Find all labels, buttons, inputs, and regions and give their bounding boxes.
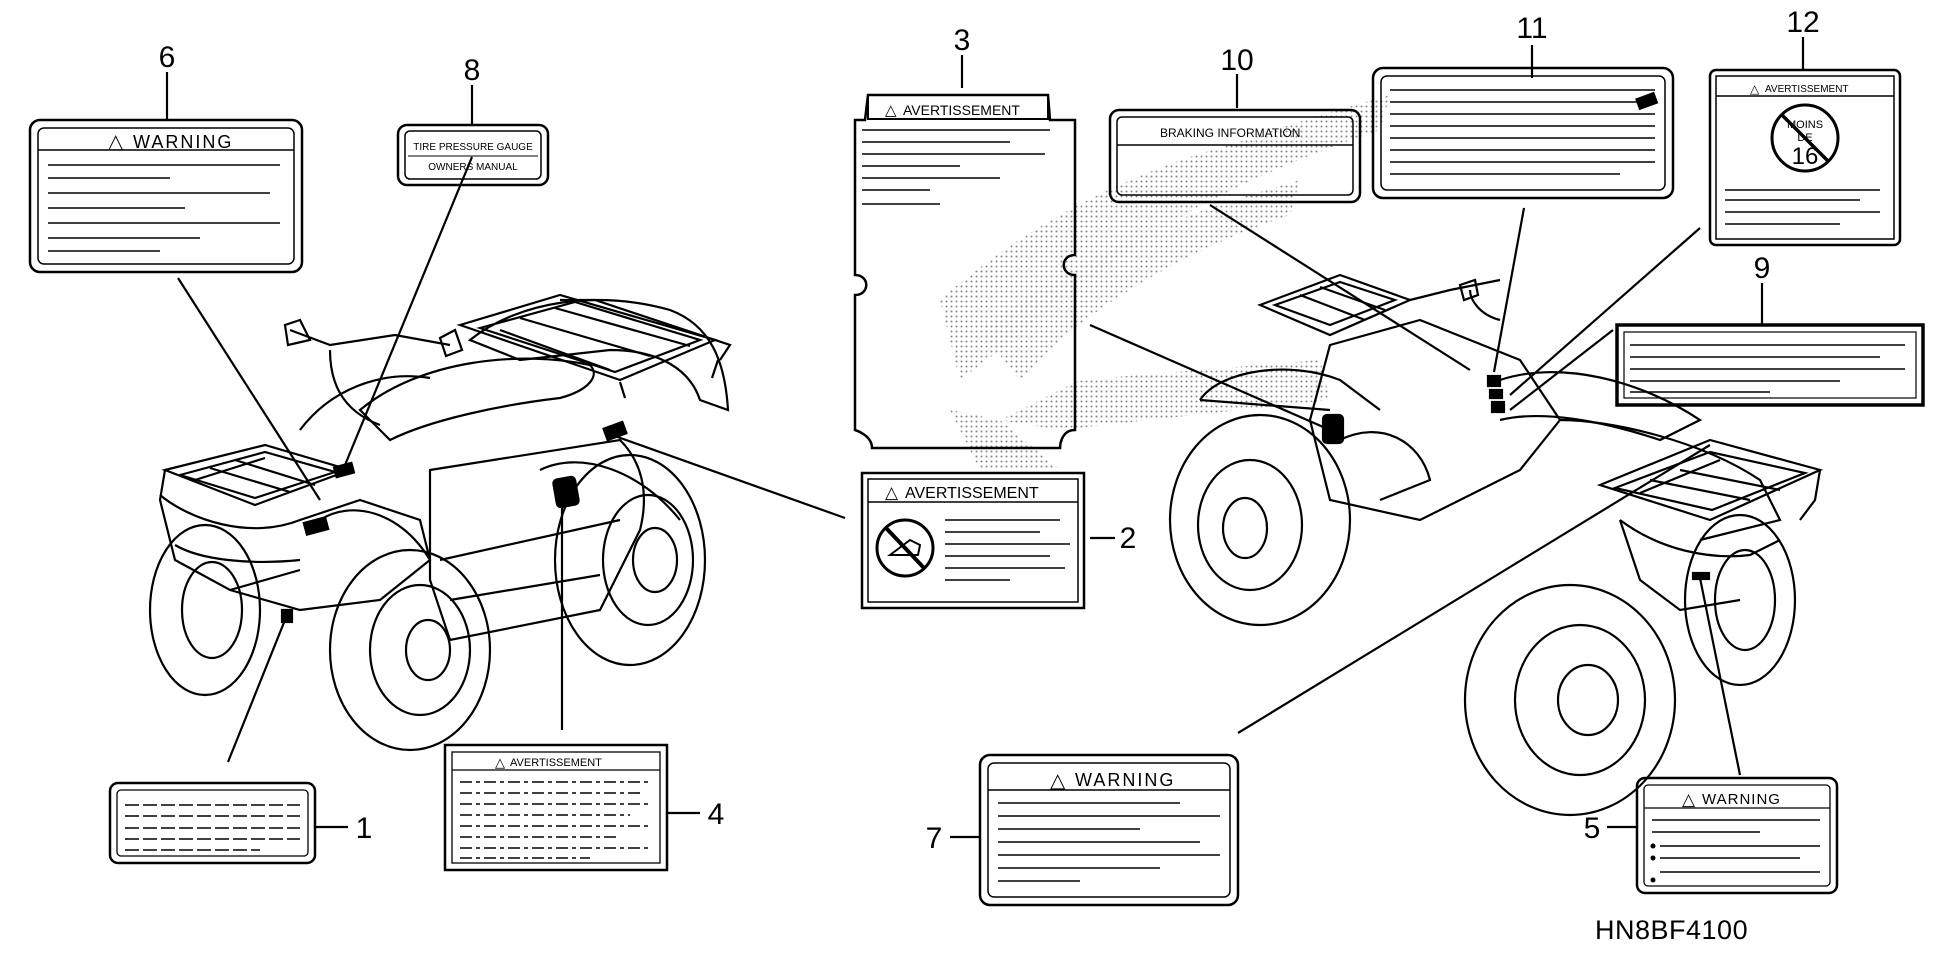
label-7-title: WARNING (1075, 770, 1175, 790)
callout-7: 7 (926, 822, 943, 855)
label-3-avertissement: △ AVERTISSEMENT (853, 93, 1077, 450)
callout-numbers: 6 8 3 10 11 12 9 2 1 4 7 5 (159, 6, 1820, 855)
label-5-warning: △ WARNING (1635, 776, 1839, 895)
label-3-title: AVERTISSEMENT (903, 102, 1020, 118)
warning-icon: △ (885, 102, 897, 119)
callout-5: 5 (1584, 812, 1601, 845)
label-8-line1: TIRE PRESSURE GAUGE (413, 142, 533, 153)
label-6-title: WARNING (133, 132, 233, 152)
callout-8: 8 (464, 54, 481, 87)
callout-6: 6 (159, 41, 176, 74)
callout-9: 9 (1754, 252, 1771, 285)
callout-1: 1 (356, 812, 373, 845)
label-1-blank (108, 781, 317, 865)
svg-text:DE: DE (1797, 132, 1812, 144)
label-2-avertissement: △ AVERTISSEMENT (860, 471, 1086, 610)
label-4-title: AVERTISSEMENT (510, 757, 602, 769)
svg-text:MOINS: MOINS (1787, 119, 1823, 131)
warning-icon: △ (1750, 82, 1760, 96)
label-12-age-warning: △ AVERTISSEMENT MOINS DE 16 (1708, 68, 1902, 247)
warning-icon: △ (885, 483, 899, 502)
label-11-blank (1371, 66, 1675, 200)
no-tampering-icon (875, 518, 935, 578)
leader-lines (165, 37, 1805, 839)
label-7-warning: △ WARNING (978, 753, 1240, 907)
warning-icon: △ (108, 131, 124, 153)
callout-12: 12 (1786, 6, 1819, 39)
label-10-title: BRAKING INFORMATION (1160, 126, 1300, 140)
callout-3: 3 (954, 24, 971, 57)
diagram-code: HN8BF4100 (1595, 915, 1749, 945)
label-2-title: AVERTISSEMENT (905, 485, 1039, 502)
label-5-title: WARNING (1702, 791, 1781, 808)
callout-2: 2 (1120, 522, 1137, 555)
label-4-avertissement: △ AVERTISSEMENT (443, 743, 669, 872)
svg-text:16: 16 (1792, 143, 1819, 170)
label-12-title: AVERTISSEMENT (1765, 84, 1849, 95)
warning-icon: △ (495, 755, 505, 770)
label-10-braking: BRAKING INFORMATION (1108, 108, 1362, 204)
label-9-blank (1615, 323, 1925, 407)
callout-4: 4 (708, 798, 725, 831)
atv-front-view (148, 293, 732, 752)
callout-11: 11 (1516, 12, 1547, 45)
label-6-warning: △ WARNING (28, 118, 304, 274)
label-8-tire-gauge: TIRE PRESSURE GAUGE OWNERS MANUAL (396, 123, 550, 187)
label-8-line2: OWNERS MANUAL (428, 162, 518, 173)
callout-10: 10 (1220, 44, 1253, 77)
honda-wing-watermark (940, 95, 1390, 470)
warning-icon: △ (1682, 790, 1696, 809)
warning-icon: △ (1050, 770, 1066, 792)
age-restriction-icon: MOINS DE 16 (1770, 103, 1840, 173)
